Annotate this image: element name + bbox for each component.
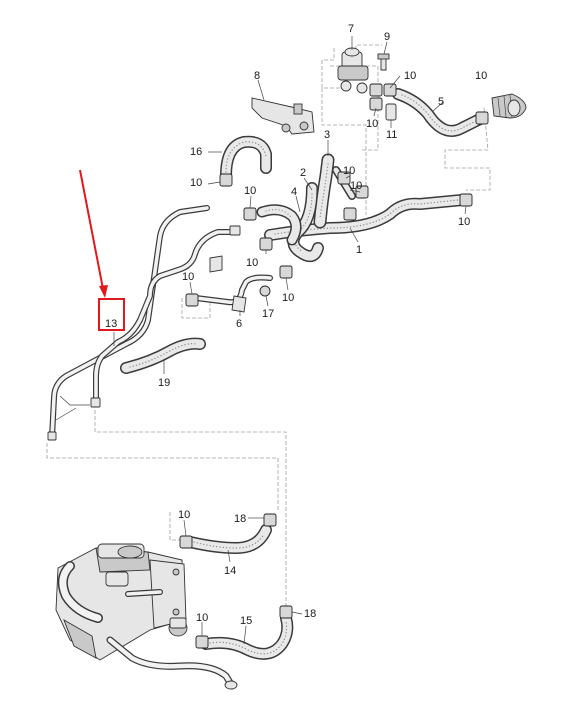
label-part-15: 15 <box>240 615 252 627</box>
label-part-10-c: 10 <box>366 118 378 130</box>
label-part-7: 7 <box>348 23 354 35</box>
label-part-10-g: 10 <box>244 185 256 197</box>
label-part-10-l: 10 <box>178 509 190 521</box>
part-13-coolant-pipes <box>47 205 241 441</box>
label-part-9: 9 <box>384 31 390 43</box>
assembly-guide-lines <box>46 44 491 606</box>
label-part-10-i: 10 <box>246 257 258 269</box>
leader-lines <box>113 36 467 645</box>
label-part-19: 19 <box>158 377 170 389</box>
part-15-hose <box>200 612 294 660</box>
label-part-2: 2 <box>300 167 306 179</box>
part-13-highlight <box>79 169 125 331</box>
part-19-hose <box>120 337 206 374</box>
label-part-10-e: 10 <box>190 177 202 189</box>
label-part-10-m: 10 <box>196 612 208 624</box>
label-part-14: 14 <box>224 565 236 577</box>
label-part-13: 13 <box>105 318 117 330</box>
highlight-box <box>98 298 125 331</box>
label-part-5: 5 <box>438 96 444 108</box>
part-7-coolant-valve <box>337 47 369 94</box>
label-part-6: 6 <box>236 318 242 330</box>
label-part-8: 8 <box>254 70 260 82</box>
part-labels: 7 9 8 10 10 5 10 11 3 16 10 2 10 10 4 10… <box>105 23 487 627</box>
label-part-10-d: 10 <box>343 165 355 177</box>
part-9-bolt <box>377 53 390 71</box>
part-8-bracket <box>251 97 315 135</box>
part-14-hose <box>184 524 272 554</box>
label-part-10-j: 10 <box>182 271 194 283</box>
label-part-1: 1 <box>356 244 362 256</box>
highlight-arrow <box>79 169 105 295</box>
label-part-4: 4 <box>291 186 297 198</box>
label-part-10-b: 10 <box>475 70 487 82</box>
label-part-17: 17 <box>262 308 274 320</box>
label-part-18-b: 18 <box>304 608 316 620</box>
auxiliary-heater-assembly <box>55 543 238 690</box>
label-part-10-h: 10 <box>458 216 470 228</box>
label-part-18-a: 18 <box>234 513 246 525</box>
label-part-10-a: 10 <box>404 70 416 82</box>
label-part-10-k: 10 <box>282 292 294 304</box>
part-5-upper-right-hose <box>392 88 527 137</box>
highlight-arrowhead <box>99 285 108 298</box>
part-11-connector <box>385 103 397 128</box>
part-16-hose <box>220 135 272 182</box>
label-part-16: 16 <box>190 146 202 158</box>
label-part-10-f: 10 <box>350 180 362 192</box>
label-part-3: 3 <box>324 129 330 141</box>
part-6-pipe <box>193 255 273 313</box>
label-part-11: 11 <box>386 129 397 141</box>
